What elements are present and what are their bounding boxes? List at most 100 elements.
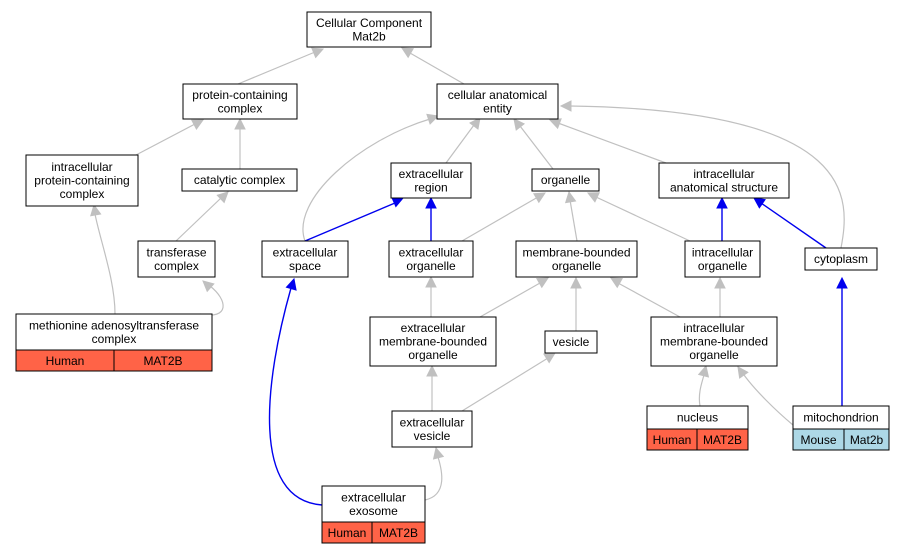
edge-arrowhead bbox=[753, 197, 766, 209]
edge-arrowhead bbox=[426, 364, 438, 377]
term-box bbox=[261, 240, 349, 278]
gene-label: Mat2b bbox=[850, 433, 884, 447]
edge-arrowhead bbox=[564, 190, 577, 204]
species-label: Human bbox=[653, 433, 692, 447]
gene-cell bbox=[696, 428, 749, 451]
edge-line bbox=[199, 285, 224, 316]
edge-arrowhead bbox=[737, 366, 749, 379]
term-node-catalytic[interactable]: catalytic complex bbox=[181, 168, 298, 192]
term-node-cytoplasm[interactable]: cytoplasm bbox=[804, 247, 878, 271]
gene-label: MAT2B bbox=[703, 433, 742, 447]
term-label-line: organelle bbox=[698, 259, 748, 273]
edge-line bbox=[461, 196, 539, 242]
edge-arrowhead bbox=[425, 196, 437, 209]
edge-arrowhead bbox=[90, 203, 102, 217]
term-box bbox=[658, 162, 790, 199]
edge-arrowhead bbox=[285, 277, 297, 291]
term-label-line: intracellular bbox=[683, 321, 744, 335]
edge-arrowhead bbox=[401, 47, 414, 59]
term-label-line: vesicle bbox=[553, 335, 590, 349]
gene-label: MAT2B bbox=[143, 354, 182, 368]
edge-arrowhead bbox=[716, 196, 728, 209]
term-box bbox=[531, 168, 600, 192]
edge-arrowhead bbox=[311, 47, 325, 59]
edge-arrowhead bbox=[391, 196, 405, 208]
gene-cell bbox=[371, 521, 426, 544]
term-box bbox=[369, 316, 497, 367]
term-label-line: complex bbox=[60, 187, 105, 201]
term-box bbox=[544, 330, 598, 354]
edge-line bbox=[595, 196, 691, 242]
term-label-line: vesicle bbox=[414, 429, 451, 443]
edge-arrowhead bbox=[191, 119, 204, 131]
term-label-line: membrane-bounded bbox=[379, 335, 487, 349]
edge-arrowhead bbox=[469, 117, 481, 130]
edge-arrowhead bbox=[234, 117, 246, 130]
edge-arrowhead bbox=[432, 446, 445, 460]
edge-arrowhead bbox=[536, 277, 549, 289]
term-label-line: anatomical structure bbox=[670, 180, 778, 194]
edge-arrowhead bbox=[610, 277, 623, 289]
edge-line bbox=[268, 287, 323, 506]
edge-line bbox=[760, 202, 827, 249]
term-label-line: organelle bbox=[408, 348, 458, 362]
term-box bbox=[515, 240, 638, 278]
term-label-line: protein-containing bbox=[34, 174, 129, 188]
edge-line bbox=[743, 374, 794, 426]
term-node-mat-complex[interactable]: methionine adenosyltransferasecomplexHum… bbox=[15, 313, 213, 372]
term-label-line: extracellular bbox=[399, 245, 464, 259]
term-box bbox=[181, 168, 298, 192]
gene-cell bbox=[113, 349, 213, 372]
term-label-line: intracellular bbox=[51, 160, 112, 174]
term-label-line: organelle bbox=[406, 259, 456, 273]
edge-line bbox=[569, 105, 845, 249]
edge-arrowhead bbox=[202, 280, 215, 293]
edge-arrowhead bbox=[570, 276, 582, 289]
term-node-organelle[interactable]: organelle bbox=[531, 168, 600, 192]
term-box bbox=[650, 316, 778, 367]
gene-label: MAT2B bbox=[379, 526, 418, 540]
edge-line bbox=[519, 125, 554, 170]
edge-line bbox=[424, 456, 443, 501]
term-box bbox=[137, 240, 216, 278]
term-label-line: mitochondrion bbox=[803, 411, 878, 425]
term-node-vesicle[interactable]: vesicle bbox=[544, 330, 598, 354]
edge-line bbox=[94, 213, 116, 315]
species-label: Human bbox=[46, 354, 85, 368]
term-box bbox=[684, 240, 761, 278]
graph-nodes: Cellular ComponentMat2bprotein-containin… bbox=[15, 11, 890, 544]
edge-arrowhead bbox=[697, 364, 710, 378]
term-label-line: cellular anatomical bbox=[448, 88, 547, 102]
edge-line bbox=[698, 374, 705, 407]
edge-arrowhead bbox=[548, 118, 562, 130]
term-label-line: catalytic complex bbox=[194, 173, 285, 187]
term-label-line: membrane-bounded bbox=[522, 245, 630, 259]
term-label-line: extracellular bbox=[400, 415, 465, 429]
edge-line bbox=[617, 282, 681, 318]
edge-arrowhead bbox=[533, 192, 546, 204]
term-label-line: exosome bbox=[349, 504, 398, 518]
term-label-line: Cellular Component bbox=[316, 16, 423, 30]
edge-line bbox=[445, 124, 475, 164]
term-label-line: Mat2b bbox=[352, 29, 386, 43]
term-label-line: organelle bbox=[689, 348, 739, 362]
edge-line bbox=[569, 199, 578, 242]
